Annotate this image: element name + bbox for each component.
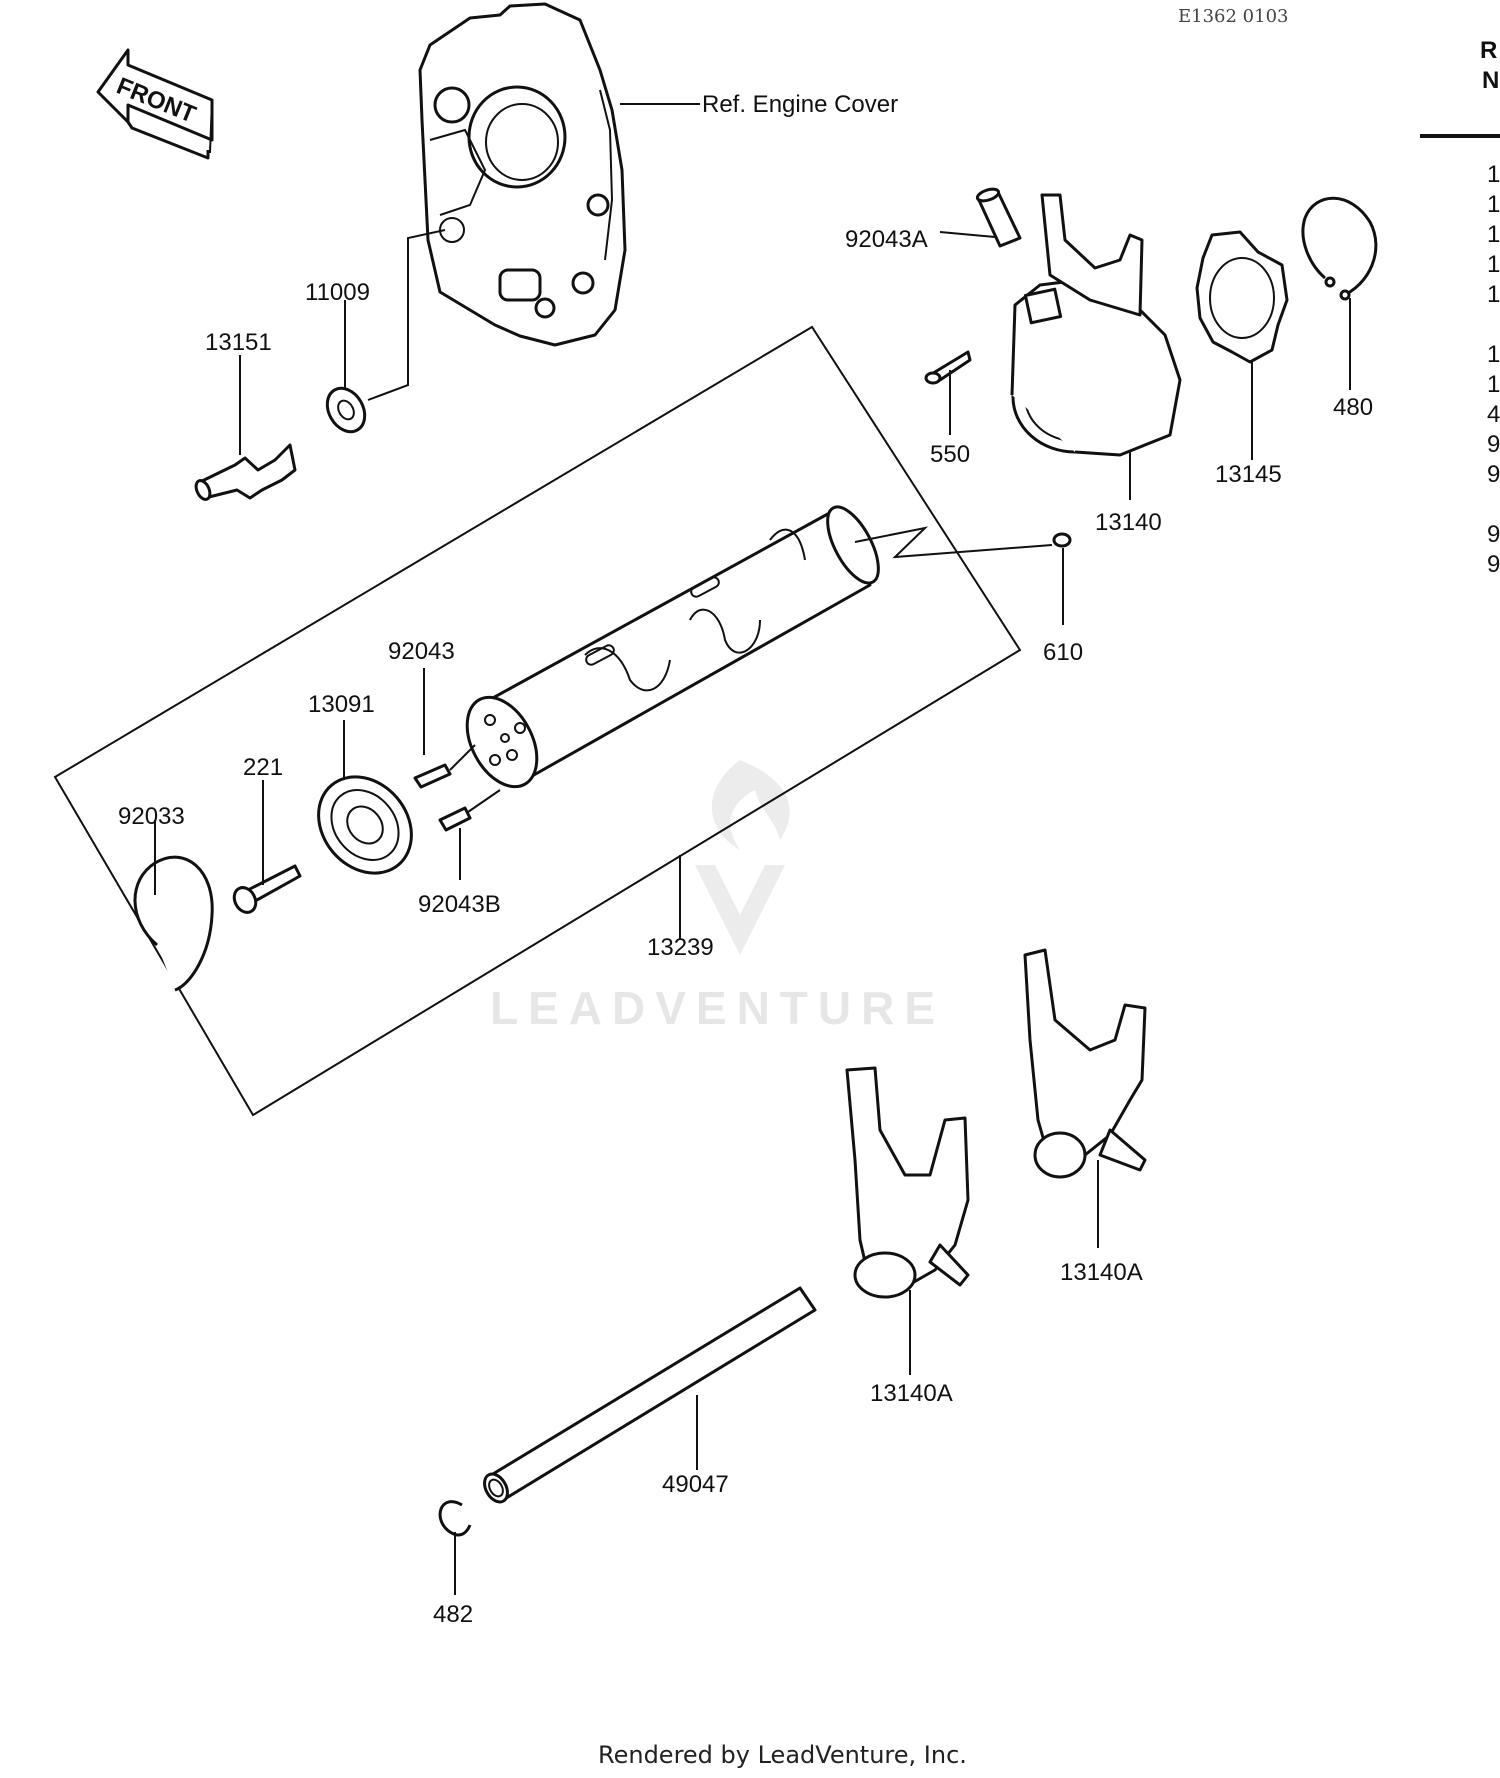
shift-drum-13239 <box>465 505 880 789</box>
callout-11009: 11009 <box>305 279 370 306</box>
ref-column-row: 1 <box>1487 341 1500 368</box>
shift-fork-13140 <box>1010 193 1182 457</box>
pin-92043B <box>438 806 472 832</box>
ref-column-header-bottom: N <box>1482 67 1499 94</box>
callout-610: 610 <box>1043 639 1083 666</box>
watermark-text: LEADVENTURE <box>490 982 945 1034</box>
e-clip-482 <box>438 1500 472 1537</box>
shift-drum-kit-outline <box>53 325 1022 1117</box>
callout-480: 480 <box>1333 394 1373 421</box>
callout-482: 482 <box>433 1601 473 1628</box>
shift-rod-49047 <box>483 1286 817 1504</box>
callout-13145: 13145 <box>1215 461 1282 488</box>
ref-column-row: 1 <box>1487 251 1500 278</box>
ref-column-header-top: R <box>1480 37 1497 64</box>
callout-13140A-upper: 13140A <box>1060 1259 1143 1286</box>
ref-column-row: 9 <box>1487 461 1500 488</box>
neutral-switch-13151 <box>194 443 297 501</box>
ref-column-row: 1 <box>1487 281 1500 308</box>
callout-13140: 13140 <box>1095 509 1162 536</box>
callout-92043A: 92043A <box>845 226 928 253</box>
engine-cover-outline <box>418 2 627 347</box>
shift-fork-13140A-lower <box>845 1066 970 1299</box>
callout-92043: 92043 <box>388 638 455 665</box>
callout-13239: 13239 <box>647 934 714 961</box>
washer-11009 <box>325 386 367 434</box>
leader-92043B-drum <box>467 789 501 813</box>
ref-column-row: 1 <box>1487 221 1500 248</box>
engine-cover-ref-note: Ref. Engine Cover <box>702 91 898 118</box>
leader-92043-drum <box>449 744 476 771</box>
pin-92043 <box>413 763 452 789</box>
callout-550: 550 <box>930 441 970 468</box>
ref-column-row: 1 <box>1487 191 1500 218</box>
ref-column-row: 1 <box>1487 371 1500 398</box>
rendered-by-footer: Rendered by LeadVenture, Inc. <box>598 1741 967 1769</box>
plate-13091 <box>317 775 413 875</box>
ref-column-row: 1 <box>1487 161 1500 188</box>
callout-92043B: 92043B <box>418 891 501 918</box>
ref-column-row: 9 <box>1487 521 1500 548</box>
diagram-reference-id: E1362 0103 <box>1178 6 1288 27</box>
front-arrow-icon: FRONT <box>96 48 214 160</box>
callout-92033: 92033 <box>118 803 185 830</box>
cotter-pin-550 <box>924 350 972 385</box>
circlip-480 <box>1301 196 1378 301</box>
leader-92043A <box>939 231 996 238</box>
callout-221: 221 <box>243 754 283 781</box>
pin-92043A <box>975 187 1022 248</box>
ref-column-row: 9 <box>1487 431 1500 458</box>
callout-13151: 13151 <box>205 329 272 356</box>
leader-11009-cover <box>367 229 446 401</box>
shift-fork-13140A-upper <box>1023 948 1147 1179</box>
screw-221 <box>232 864 302 914</box>
leader-610-drum <box>854 526 1053 559</box>
callout-49047: 49047 <box>662 1471 729 1498</box>
ref-column-row: 4 <box>1487 401 1500 428</box>
callout-13140A-lower: 13140A <box>870 1380 953 1407</box>
pin-610 <box>1052 532 1072 548</box>
circlip-92033 <box>133 855 214 992</box>
reference-column: R N 1 1 1 1 1 1 1 4 9 9 9 9 <box>1420 37 1500 578</box>
callout-13091: 13091 <box>308 691 375 718</box>
leadventure-watermark: LEADVENTURE <box>490 760 945 1034</box>
ref-column-row: 9 <box>1487 551 1500 578</box>
shift-cam-13145 <box>1195 230 1289 364</box>
